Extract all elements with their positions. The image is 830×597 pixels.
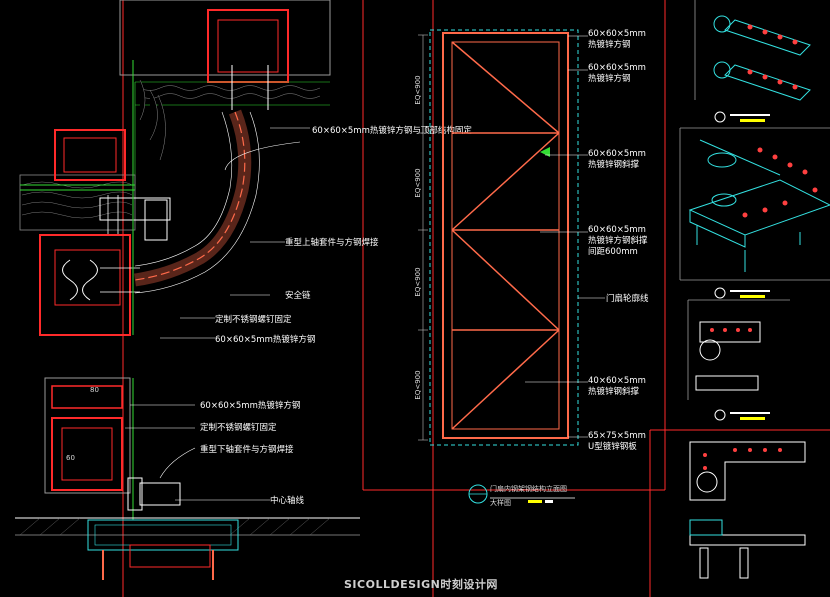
lower-pivot-section xyxy=(15,377,360,580)
dim-eq-4: EQ<900 xyxy=(414,370,422,399)
dim-sixty-lower: 60 xyxy=(66,454,75,462)
frame-labels: 60×60×5mm 热镀锌方钢 60×60×5mm 热镀锌方钢 60×60×5m… xyxy=(588,29,649,452)
label-frame-lower-b: 热镀锌钢斜撑 xyxy=(588,386,640,397)
label-lower-tube: 60×60×5mm热镀锌方钢 xyxy=(200,400,300,411)
label-frame-brace-a: 60×60×5mm xyxy=(588,149,646,159)
title-sub: 大样图 xyxy=(490,498,511,507)
label-frame-lower-a: 40×60×5mm xyxy=(588,376,646,386)
label-frame-channel-b: U型镀锌钢板 xyxy=(588,441,637,452)
label-frame-spacing-c: 间距600mm xyxy=(588,247,638,257)
label-frame-outline: 门扇轮廓线 xyxy=(606,293,649,304)
label-lower-ss-bolt: 定制不锈钢螺钉固定 xyxy=(200,422,277,433)
door-frame-elevation xyxy=(418,29,605,446)
hardware-iso-views xyxy=(679,0,830,579)
label-frame-top-b: 热镀锌方钢 xyxy=(588,39,631,50)
label-frame-channel-a: 65×75×5mm xyxy=(588,431,646,441)
label-top-tube-fixing-1: 60×60×5mm热镀锌方钢与顶部结构固定 xyxy=(312,125,472,136)
label-frame-spacing-a: 60×60×5mm xyxy=(588,225,646,235)
label-frame-top-a: 60×60×5mm xyxy=(588,29,646,39)
frame-dim-labels: EQ<900 EQ<900 EQ<900 EQ<900 xyxy=(414,75,422,399)
watermark-text: SICOLLDESIGN时刻设计网 xyxy=(344,577,498,591)
dim-eq-3: EQ<900 xyxy=(414,267,422,296)
label-frame-second-b: 热镀锌方钢 xyxy=(588,73,631,84)
label-frame-brace-b: 热镀锌钢斜撑 xyxy=(588,159,640,170)
dim-eq-2: EQ<900 xyxy=(414,168,422,197)
sheet-frame-lines xyxy=(122,0,830,597)
label-tube-upper: 60×60×5mm热镀锌方钢 xyxy=(215,334,315,345)
label-frame-spacing-b: 热镀锌方钢斜撑 xyxy=(588,235,648,246)
upper-pivot-section xyxy=(19,0,331,339)
label-ss-bolt-upper: 定制不锈钢螺钉固定 xyxy=(215,314,292,325)
label-lower-pivot-weld: 重型下轴套件与方钢焊接 xyxy=(200,444,294,455)
dim-eq-1: EQ<900 xyxy=(414,75,422,104)
label-upper-pivot-weld: 重型上轴套件与方钢焊接 xyxy=(285,237,379,248)
drawing-title-block: 门扇内钢架钢结构立面图 大样图 xyxy=(468,484,575,507)
dim-eighty: 80 xyxy=(90,386,99,394)
title-main: 门扇内钢架钢结构立面图 xyxy=(490,484,567,493)
label-frame-second-a: 60×60×5mm xyxy=(588,63,646,73)
label-safety-chain: 安全链 xyxy=(285,290,311,301)
label-axis-line: 中心轴线 xyxy=(270,495,305,506)
